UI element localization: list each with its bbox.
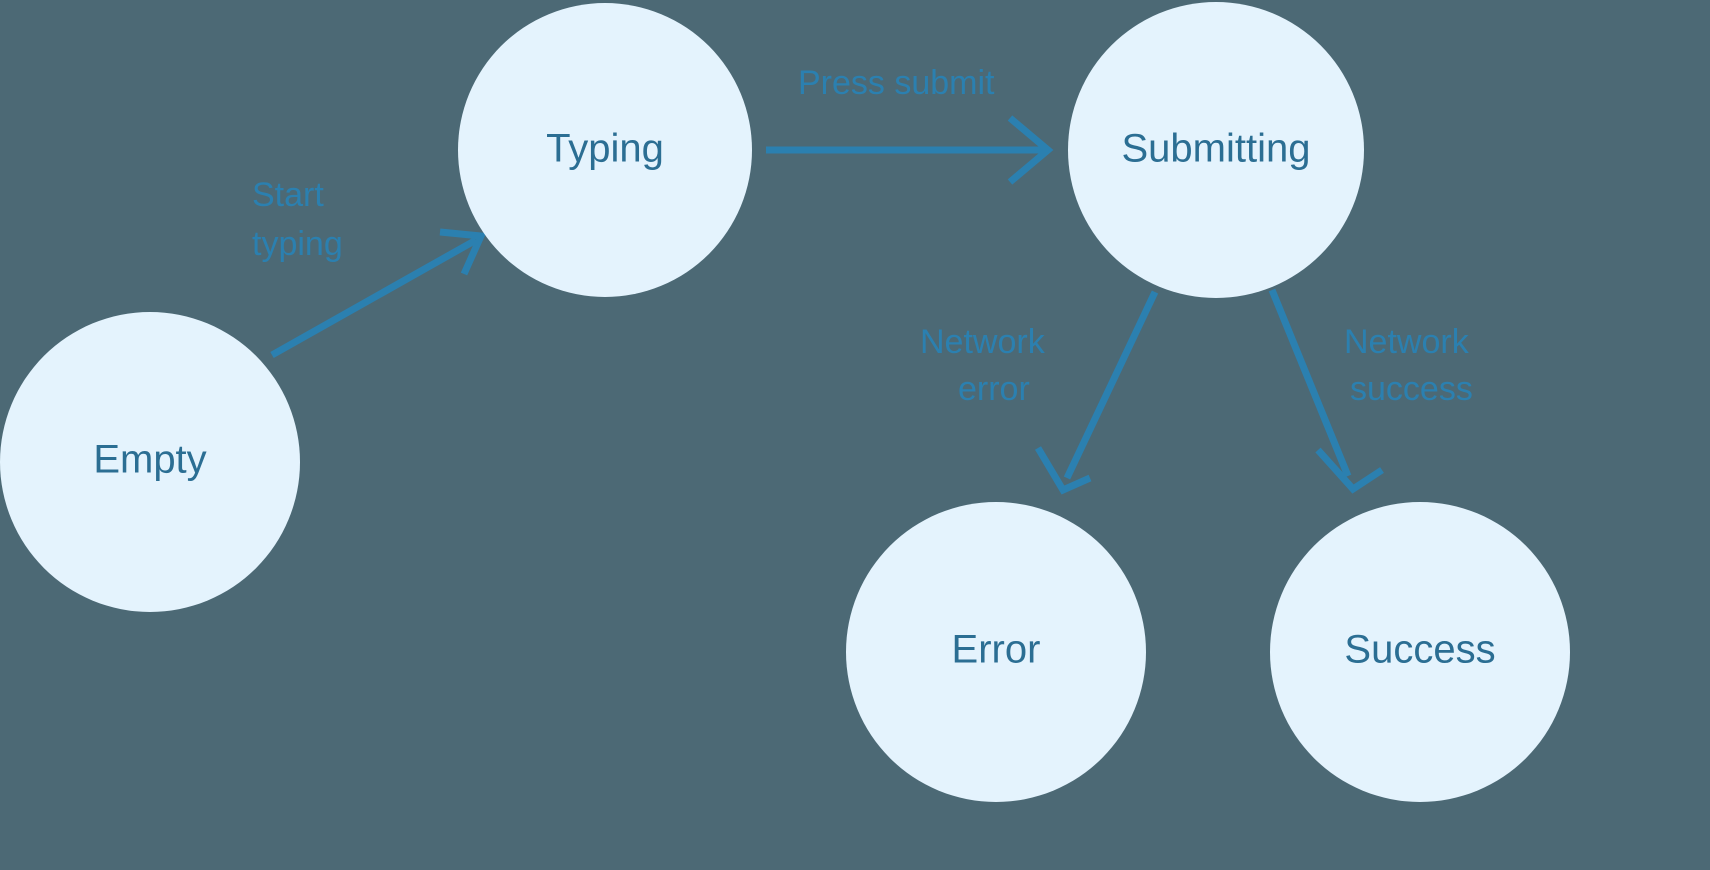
edge-submitting-to-success-line xyxy=(1268,288,1352,478)
edge-submitting-to-error-line xyxy=(1063,290,1159,480)
state-node-empty-circle[interactable] xyxy=(0,312,300,612)
state-node-success-label: Success xyxy=(1344,628,1495,672)
edge-empty-to-typing: Start typing xyxy=(252,176,487,359)
state-node-submitting-label: Submitting xyxy=(1122,127,1311,171)
edge-submitting-to-error: Network error xyxy=(920,290,1159,495)
edge-typing-to-submitting: Press submit xyxy=(766,64,1054,185)
edge-empty-to-typing-label-line-1: Start xyxy=(252,176,324,214)
state-node-typing-circle[interactable] xyxy=(458,3,752,297)
edge-submitting-to-error-label-line-1: Network xyxy=(920,323,1046,361)
state-node-error-label: Error xyxy=(952,628,1041,672)
edge-empty-to-typing-line xyxy=(270,236,478,359)
state-node-error[interactable]: Error xyxy=(846,502,1146,802)
state-node-submitting[interactable]: Submitting xyxy=(1068,2,1364,298)
state-node-typing-label: Typing xyxy=(546,127,664,171)
edge-submitting-to-success-label-line-1: Network xyxy=(1344,323,1470,361)
state-node-empty[interactable]: Empty xyxy=(0,312,300,612)
state-node-success[interactable]: Success xyxy=(1270,502,1570,802)
edge-empty-to-typing-arrowhead xyxy=(439,228,487,276)
edge-submitting-to-error-arrowhead xyxy=(1034,446,1092,495)
edge-typing-to-submitting-arrowhead xyxy=(1007,115,1054,185)
state-node-error-circle[interactable] xyxy=(846,502,1146,802)
edge-empty-to-typing-label-line-2: typing xyxy=(252,225,343,263)
state-node-empty-label: Empty xyxy=(93,438,206,482)
state-node-typing[interactable]: Typing xyxy=(458,3,752,297)
edge-submitting-to-error-label-line-2: error xyxy=(958,370,1030,408)
edge-submitting-to-success-label-line-2: success xyxy=(1350,370,1473,408)
edge-submitting-to-success: Network success xyxy=(1268,288,1473,494)
state-node-submitting-circle[interactable] xyxy=(1068,2,1364,298)
edge-typing-to-submitting-label-line-1: Press submit xyxy=(798,64,995,102)
state-node-success-circle[interactable] xyxy=(1270,502,1570,802)
edge-submitting-to-success-arrowhead xyxy=(1315,447,1384,494)
